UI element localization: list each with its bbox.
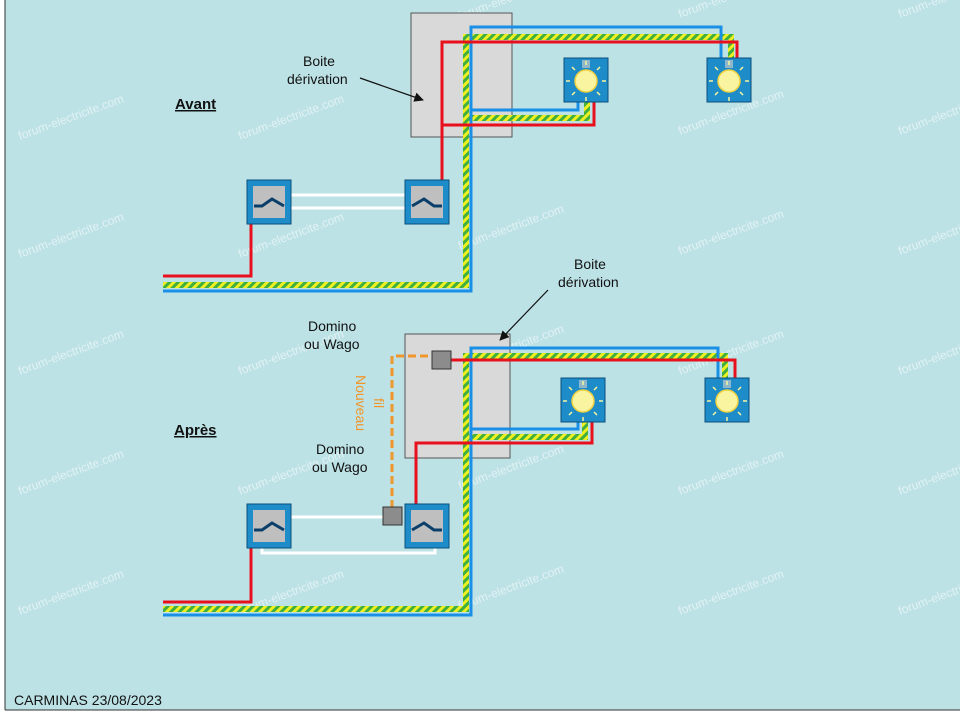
phase-wire <box>450 358 737 385</box>
phase-wire <box>414 416 594 527</box>
switch-icon <box>246 503 292 549</box>
new-wire <box>390 354 434 508</box>
switch-icon <box>404 179 450 225</box>
diagram-after: Après Boite dérivation Domino ou Wago Do… <box>163 256 750 617</box>
connector-icon <box>382 506 403 526</box>
earth-wire <box>163 353 728 612</box>
junction-box-label: Boite <box>574 256 606 272</box>
new-wire-label: Nouveau fil <box>353 375 387 431</box>
section-title-before: Avant <box>175 96 216 113</box>
lamp-icon <box>560 377 606 423</box>
switch-icon <box>246 179 292 225</box>
connector-icon <box>431 350 452 370</box>
lamp-icon <box>706 57 752 103</box>
pointer-arrow <box>359 77 424 102</box>
phase-wire <box>163 527 253 604</box>
pointer-arrow <box>499 289 549 341</box>
lamp-icon <box>563 57 609 103</box>
connector-label: Domino <box>308 318 356 334</box>
diagram-before: Avant Boite dérivation <box>163 12 752 293</box>
switch-icon <box>404 503 450 549</box>
lamp-icon <box>704 377 750 423</box>
earth-wire <box>466 416 588 440</box>
section-title-after: Après <box>174 422 217 439</box>
junction-box-label: Boite <box>303 53 335 69</box>
new-wire-label-line2: fil <box>371 398 387 408</box>
junction-box-label: dérivation <box>558 274 619 290</box>
earth-wire <box>163 34 734 288</box>
author-credit: CARMINAS 23/08/2023 <box>14 692 162 708</box>
connector-label: ou Wago <box>312 459 368 475</box>
connector-label: ou Wago <box>304 336 360 352</box>
earth-wire <box>466 96 590 121</box>
neutral-wire <box>163 25 723 293</box>
phase-wire <box>442 96 596 127</box>
phase-wire <box>163 205 253 278</box>
junction-box-label: dérivation <box>287 71 348 87</box>
connector-label: Domino <box>316 441 364 457</box>
new-wire-label-line1: Nouveau <box>353 375 369 431</box>
